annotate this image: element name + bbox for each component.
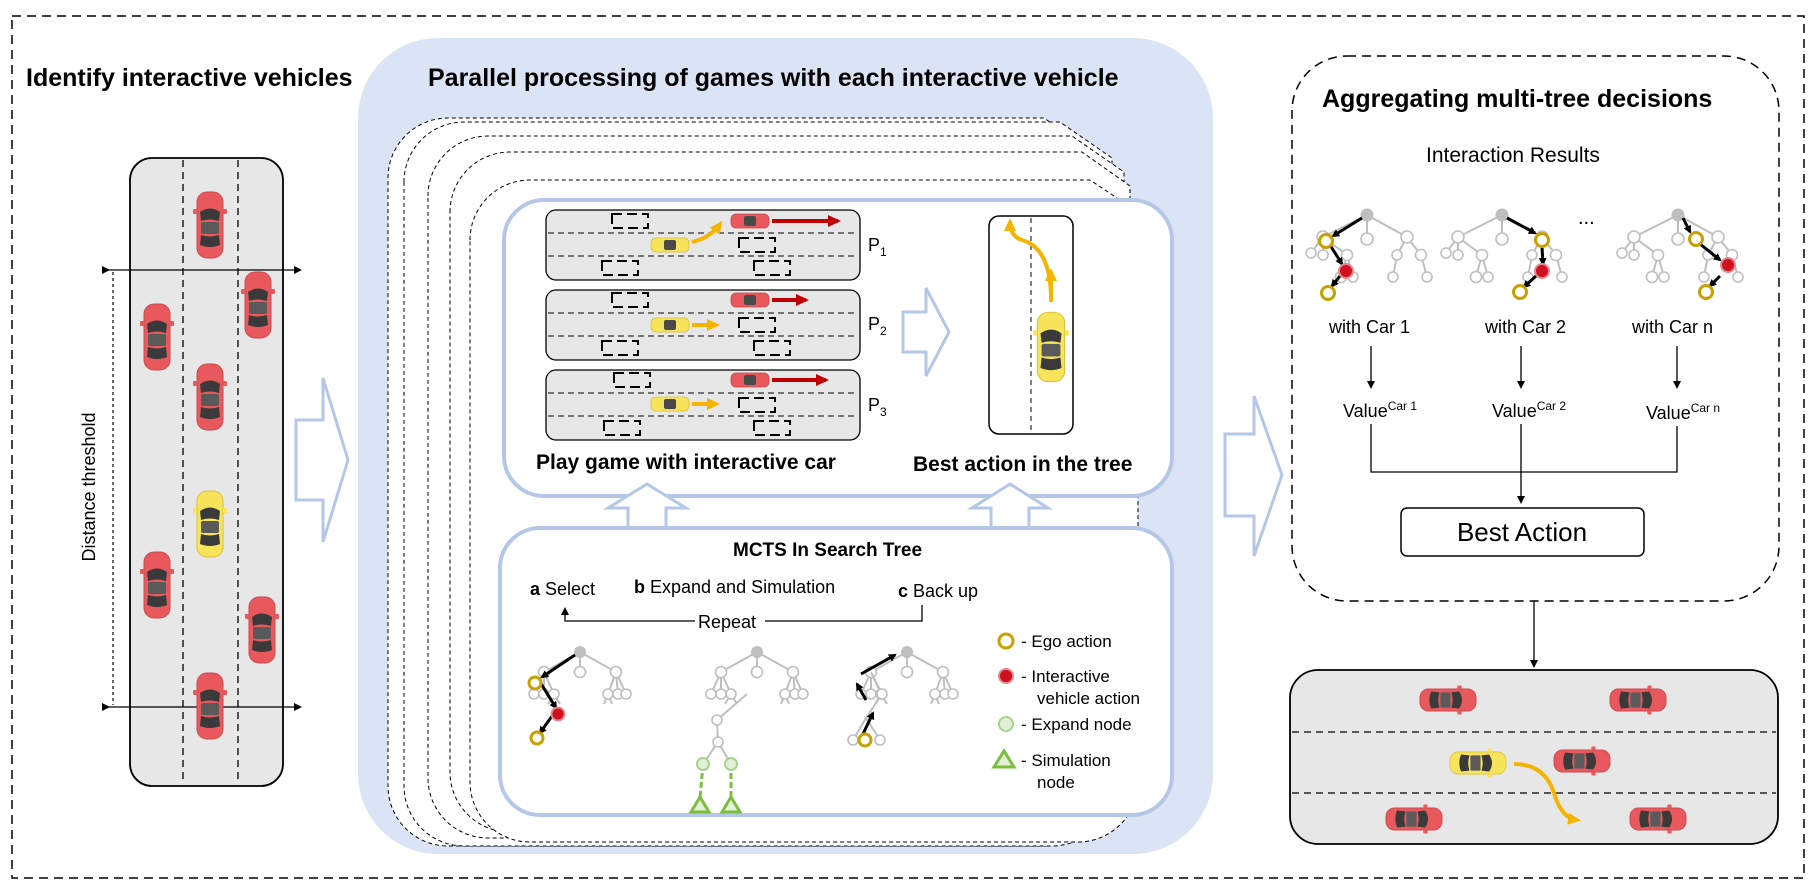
svg-text:vehicle action: vehicle action (1037, 689, 1140, 708)
red-car-icon (730, 213, 770, 229)
ego-car-icon (650, 237, 690, 253)
svg-text:- Expand node: - Expand node (1021, 715, 1132, 734)
svg-text:- Interactive: - Interactive (1021, 667, 1110, 686)
value-car-2: ValueCar 2 (1492, 399, 1566, 421)
parallel-section: Parallel processing of games with each i… (358, 38, 1213, 854)
identify-title: Identify interactive vehicles (26, 64, 353, 92)
ego-car-icon (650, 317, 690, 333)
aggregate-panel (1291, 55, 1780, 602)
tree-label-n: with Car n (1631, 317, 1713, 337)
car-icon (1419, 685, 1477, 715)
red-car-icon (730, 372, 770, 388)
car-icon (244, 596, 280, 664)
value-car-n: ValueCar n (1646, 401, 1720, 423)
result-tree-1 (1305, 207, 1433, 301)
car-icon (1609, 685, 1667, 715)
car-icon (1553, 746, 1611, 776)
mcts-title: MCTS In Search Tree (733, 540, 922, 561)
game-road-3 (545, 369, 861, 441)
tree-expand (688, 645, 809, 814)
flow-arrow-1 (294, 377, 350, 543)
car-icon (139, 303, 175, 371)
ellipsis: ... (1578, 207, 1595, 229)
ego-car-icon (1032, 311, 1070, 383)
game-road-1 (545, 209, 861, 281)
simulation-node-legend-icon (991, 748, 1017, 769)
parallel-title: Parallel processing of games with each i… (428, 64, 1119, 92)
result-tree-n (1616, 207, 1744, 300)
flow-arrow-2 (1223, 395, 1284, 557)
car-icon (139, 551, 175, 619)
outer-frame (11, 15, 1805, 879)
best-action-road (988, 215, 1074, 435)
red-car-icon (730, 292, 770, 308)
tree-label-2: with Car 2 (1484, 317, 1566, 337)
best-action-box (1400, 507, 1645, 557)
result-tree-2 (1440, 207, 1568, 300)
tree-select (527, 645, 632, 746)
tree-backup (847, 645, 959, 748)
aggregate-section: Aggregating multi-tree decisions Interac… (1289, 55, 1780, 845)
interactive-action-legend-icon (998, 668, 1014, 684)
svg-text:node: node (1037, 773, 1075, 792)
distance-threshold-label: Distance threshold (79, 412, 99, 561)
best-action-caption: Best action in the tree (913, 453, 1132, 476)
result-road (1289, 669, 1779, 845)
svg-text:- Ego action: - Ego action (1021, 632, 1112, 651)
ego-car-icon (1449, 748, 1507, 778)
mcts-legend: - Ego action - Interactive vehicle actio… (991, 632, 1140, 792)
car-icon (1629, 804, 1687, 834)
tree-label-1: with Car 1 (1328, 317, 1410, 337)
game-label-3: P3 (868, 395, 887, 419)
game-label-2: P2 (868, 314, 887, 338)
play-game-caption: Play game with interactive car (536, 451, 836, 474)
aggregate-subtitle: Interaction Results (1426, 144, 1600, 167)
game-label-1: P1 (868, 235, 887, 259)
ego-car-icon (650, 396, 690, 412)
car-icon (240, 271, 276, 339)
car-icon (192, 672, 228, 740)
game-road-2 (545, 289, 861, 361)
best-action-label: Best Action (1457, 517, 1587, 547)
value-car-1: ValueCar 1 (1343, 399, 1417, 421)
car-icon (1385, 804, 1443, 834)
flow-arrow-small (901, 287, 951, 377)
expand-node-legend-icon (998, 716, 1014, 732)
mcts-frame (498, 526, 1174, 817)
svg-text:- Simulation: - Simulation (1021, 751, 1111, 770)
ego-action-legend-icon (997, 632, 1015, 650)
aggregate-title: Aggregating multi-tree decisions (1322, 85, 1712, 113)
car-icon (192, 363, 228, 431)
car-icon (192, 191, 228, 259)
repeat-label: Repeat (698, 612, 756, 632)
identify-section: Identify interactive vehicles Distance t… (26, 64, 353, 787)
ego-car-icon (192, 490, 228, 558)
